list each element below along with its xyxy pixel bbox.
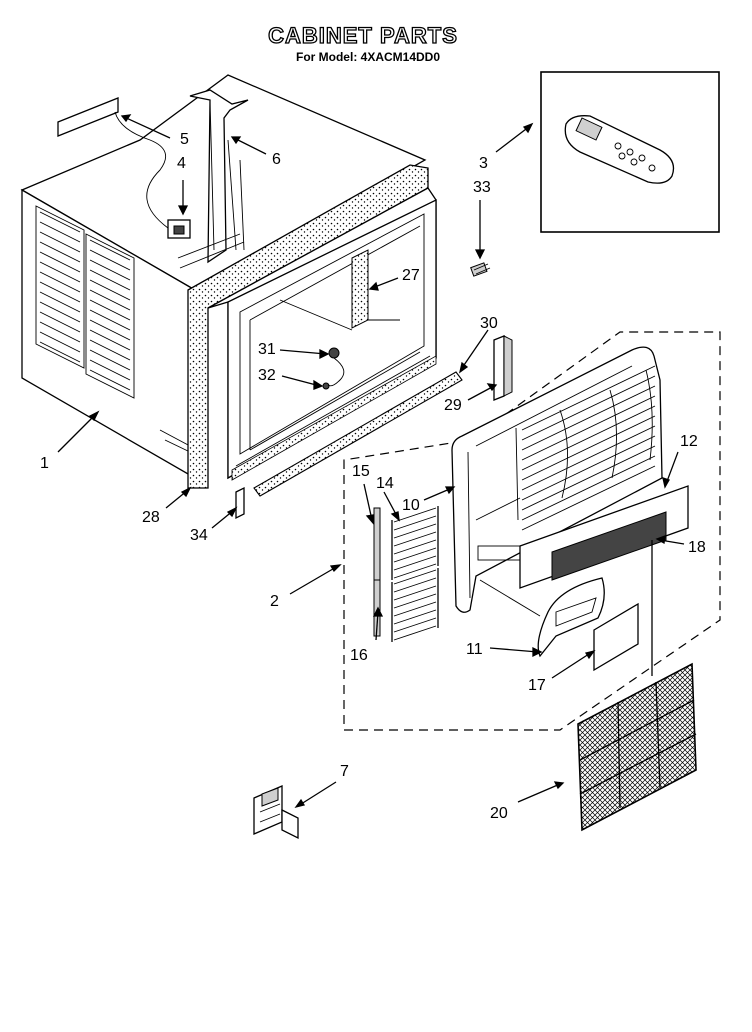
callout-31: 31 <box>258 341 276 358</box>
callout-18: 18 <box>688 539 706 556</box>
callout-11: 11 <box>466 641 483 658</box>
callout-1: 1 <box>40 455 49 472</box>
callout-4: 4 <box>177 155 186 172</box>
part-32-plug <box>322 382 330 390</box>
callout-29: 29 <box>444 397 462 414</box>
part-4-switch <box>114 111 191 239</box>
part-6-bracket <box>177 89 249 269</box>
callout-30: 30 <box>480 315 498 332</box>
part-15-link-bar <box>373 507 381 585</box>
part-28-front-gasket-frame <box>187 164 437 489</box>
part-34-clip <box>235 486 245 520</box>
part-11-handle <box>537 577 605 658</box>
leader-lines <box>57 114 685 809</box>
part-33-screw <box>470 262 491 277</box>
callout-14: 14 <box>376 475 394 492</box>
callout-2: 2 <box>270 593 279 610</box>
part-27-inner-brace <box>279 249 400 331</box>
part-7-mounting-bracket <box>253 785 299 840</box>
callout-6: 6 <box>272 151 281 168</box>
callout-7: 7 <box>340 763 349 780</box>
part-14-vanes <box>391 506 439 642</box>
part-17-label <box>593 602 639 672</box>
callout-10: 10 <box>402 497 420 514</box>
part-31-grommet <box>328 347 340 359</box>
callout-27: 27 <box>402 267 420 284</box>
part-30-seal-strip <box>253 371 463 497</box>
part-3-remote-control <box>540 71 720 233</box>
callout-16: 16 <box>350 647 368 664</box>
page-title: CABINET PARTS <box>268 23 458 48</box>
callout-15: 15 <box>352 463 370 480</box>
callout-5: 5 <box>180 131 189 148</box>
callout-20: 20 <box>490 805 508 822</box>
callout-28: 28 <box>142 509 160 526</box>
callout-32: 32 <box>258 367 276 384</box>
part-5-label <box>57 97 119 137</box>
callout-34: 34 <box>190 527 208 544</box>
callout-12: 12 <box>680 433 698 450</box>
model-subtitle: For Model: 4XACM14DD0 <box>296 50 440 64</box>
callout-33: 33 <box>473 179 491 196</box>
part-18-filter-panel <box>551 511 667 581</box>
part-10-front-grille <box>451 346 663 617</box>
part-16-link-bar <box>373 579 381 637</box>
part-20-filter <box>577 662 697 832</box>
callout-3: 3 <box>479 155 488 172</box>
callout-17: 17 <box>528 677 546 694</box>
part-29-side-seal <box>493 335 505 401</box>
